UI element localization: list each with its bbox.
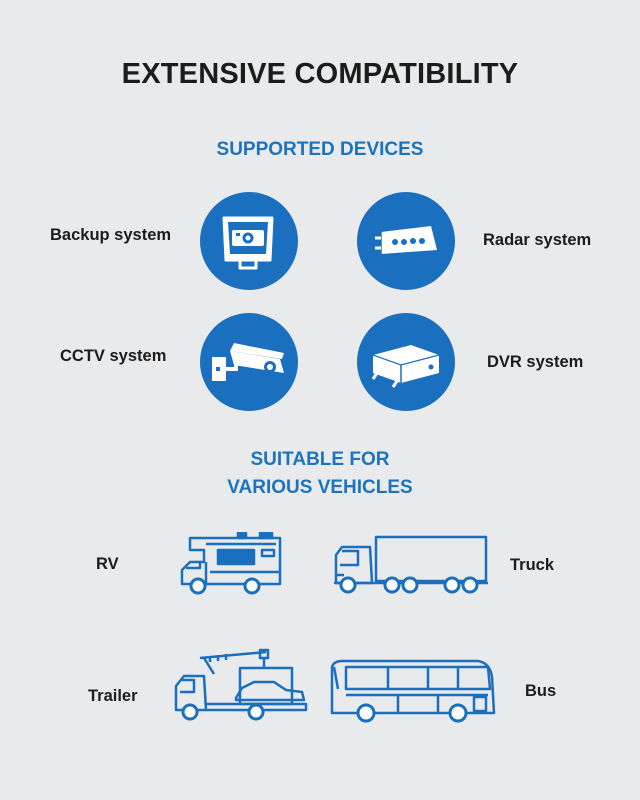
cctv-system-label: CCTV system — [60, 347, 167, 365]
backup-system-label: Backup system — [50, 226, 172, 244]
radar-sensor-icon — [357, 192, 455, 290]
rv-icon — [176, 532, 286, 596]
vehicles-heading-line2: VARIOUS VEHICLES — [227, 477, 413, 498]
rv-label: RV — [96, 555, 119, 573]
cctv-camera-icon — [200, 313, 298, 411]
tow-truck-icon — [170, 648, 310, 724]
truck-label: Truck — [510, 556, 555, 574]
page-title: EXTENSIVE COMPATIBILITY — [121, 58, 519, 90]
radar-system-label: Radar system — [483, 231, 592, 249]
dvr-box-icon — [357, 313, 455, 411]
vehicles-heading-line1: SUITABLE FOR — [250, 449, 390, 470]
bus-label: Bus — [525, 682, 557, 700]
bus-icon — [328, 655, 498, 725]
truck-icon — [332, 535, 490, 597]
dvr-system-label: DVR system — [487, 353, 584, 371]
trailer-label: Trailer — [88, 687, 138, 705]
supported-devices-heading: SUPPORTED DEVICES — [216, 139, 424, 160]
backup-camera-icon — [200, 192, 298, 290]
